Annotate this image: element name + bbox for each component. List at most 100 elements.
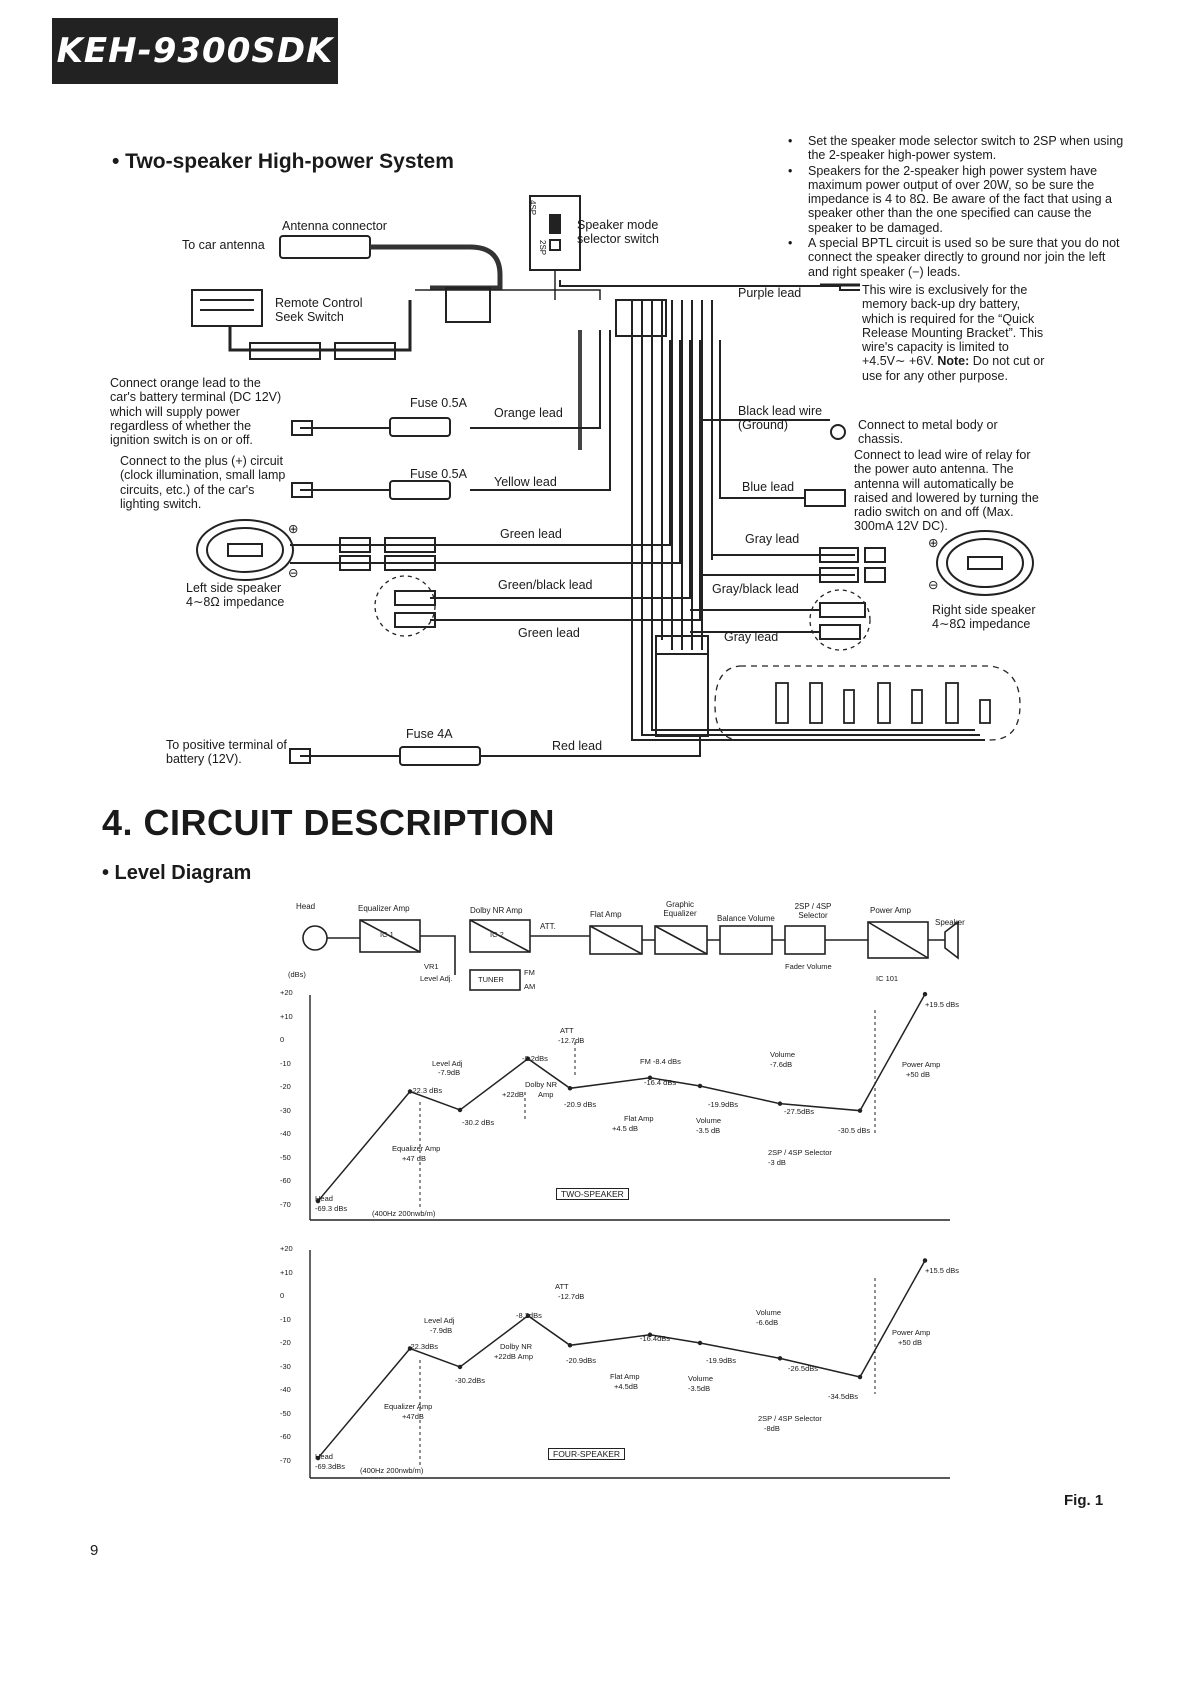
- note-item: Speakers for the 2-speaker high power sy…: [784, 164, 1126, 235]
- two-dolby-amp: Amp: [538, 1090, 554, 1099]
- four-vol-val: -6.6dB: [756, 1318, 779, 1327]
- orange-lead: [470, 330, 601, 429]
- four-lvl: Level Adj: [424, 1316, 455, 1325]
- four-p1: -22.3dBs: [408, 1342, 439, 1351]
- ground-lug: [830, 424, 846, 440]
- two-head-val: -69.3 dBs: [315, 1204, 348, 1213]
- block-balance: Balance Volume: [717, 914, 775, 923]
- label-green-lead-2: Green lead: [518, 626, 580, 640]
- y-tick-two: +10: [280, 1011, 293, 1021]
- label-fuse-05a-2: Fuse 0.5A: [410, 467, 467, 481]
- plus-symbol-left: ⊕: [288, 522, 299, 536]
- harness-connector: [445, 287, 491, 323]
- level-point: [697, 1083, 703, 1089]
- block-att: ATT.: [540, 922, 556, 931]
- y-tick-two: -10: [280, 1058, 291, 1068]
- four-p8: -34.5dBs: [828, 1392, 859, 1401]
- yellow-lead: [470, 330, 611, 491]
- y-tick-four: -10: [280, 1314, 291, 1324]
- two-p6: -19.9dBs: [708, 1100, 739, 1109]
- main-unit-box: [655, 635, 709, 737]
- purple-note: This wire is exclusively for the memory …: [862, 283, 1052, 383]
- label-green-black-lead: Green/black lead: [498, 578, 593, 592]
- two-vol-down-val: -3.5 dB: [696, 1126, 721, 1135]
- two-peak: +19.5 dBs: [925, 1000, 959, 1009]
- four-lvl-val: -7.9dB: [430, 1326, 453, 1335]
- y-tick-two: -50: [280, 1152, 291, 1162]
- four-dolby-gain: +22dB Amp: [494, 1352, 533, 1361]
- two-vol: Volume: [770, 1050, 796, 1059]
- level-line-two-speaker: [317, 993, 926, 1202]
- y-tick-four: +10: [280, 1267, 293, 1277]
- level-point: [567, 1086, 573, 1091]
- block-level-adj: Level Adj.: [420, 974, 453, 983]
- level-line-four-speaker: [317, 1260, 926, 1459]
- four-dolby: Dolby NR: [500, 1342, 533, 1351]
- two-lvl-val: -7.9dB: [438, 1068, 461, 1077]
- antenna-connector-plug: [279, 235, 371, 259]
- block-am: AM: [524, 982, 536, 991]
- block-ic2: IC 2: [490, 930, 504, 939]
- purple-note-bold: Note:: [937, 354, 970, 369]
- level-point: [457, 1364, 463, 1370]
- label-switch-2sp: 2SP: [538, 240, 547, 256]
- y-tick-two: -70: [280, 1199, 291, 1209]
- block-tuner: TUNER: [478, 975, 504, 984]
- label-gray-lead-1: Gray lead: [745, 532, 800, 546]
- green-lead-1: [290, 340, 671, 546]
- purple-note-text: This wire is exclusively for the memory …: [862, 283, 1044, 369]
- label-blue-lead: Blue lead: [742, 480, 795, 494]
- two-flat: Flat Amp: [624, 1114, 654, 1123]
- label-positive-terminal: To positive terminal of battery (12V).: [166, 738, 287, 766]
- four-pa: Power Amp: [892, 1328, 931, 1337]
- note-item: Set the speaker mode selector switch to …: [784, 134, 1126, 163]
- four-sel: 2SP / 4SP Selector: [758, 1414, 822, 1423]
- two-lvl: Level Adj: [432, 1059, 463, 1068]
- minus-symbol-right: ⊖: [928, 578, 939, 592]
- y-tick-four: -40: [280, 1385, 291, 1394]
- rca-connectors-area: [714, 665, 1021, 741]
- four-vol-down-val: -3.5dB: [688, 1384, 711, 1393]
- block-ic1: IC 1: [380, 930, 394, 939]
- circuit-section-title: 4. CIRCUIT DESCRIPTION: [102, 802, 556, 843]
- four-p6: -19.9dBs: [706, 1356, 737, 1365]
- four-flat-gain: +4.5dB: [614, 1382, 638, 1391]
- relay-note: Connect to lead wire of relay for the po…: [854, 448, 1039, 534]
- two-ref: (400Hz 200nwb/m): [372, 1209, 436, 1218]
- two-att: ATT: [560, 1026, 574, 1035]
- block-graphic-eq: Graphic Equalizer: [663, 900, 697, 918]
- label-right-impedance: 4∼8Ω impedance: [932, 617, 1031, 631]
- level-point: [857, 1108, 863, 1113]
- y-tick-four: 0: [280, 1291, 285, 1300]
- label-antenna-connector: Antenna connector: [282, 219, 387, 233]
- label-to-car-antenna: To car antenna: [182, 238, 265, 252]
- level-point: [697, 1340, 703, 1346]
- block-dolby-amp: Dolby NR Amp: [470, 906, 523, 915]
- y-tick-four: -20: [280, 1338, 291, 1347]
- label-yellow-lead: Yellow lead: [494, 475, 557, 489]
- two-p5: -16.4 dBs: [644, 1078, 677, 1087]
- y-tick-two: -30: [280, 1105, 291, 1115]
- label-fuse-05a-1: Fuse 0.5A: [410, 396, 467, 410]
- two-head: Head: [315, 1194, 333, 1203]
- wiring-diagram: [191, 195, 1034, 766]
- block-selector: 2SP / 4SP Selector: [794, 902, 832, 920]
- block-ic101: IC 101: [876, 974, 899, 983]
- y-tick-four: -60: [280, 1432, 291, 1441]
- level-point: [777, 1356, 783, 1361]
- label-black-lead: Black lead wire (Ground): [738, 404, 823, 432]
- level-point: [857, 1374, 863, 1380]
- page-number: 9: [90, 1542, 99, 1559]
- y-tick-four: -70: [280, 1455, 291, 1465]
- two-sel: 2SP / 4SP Selector: [768, 1148, 832, 1157]
- label-speaker-mode-switch: Speaker mode selector switch: [577, 218, 659, 246]
- tag-four-speaker: FOUR-SPEAKER: [548, 1448, 626, 1460]
- antenna-cable: [370, 244, 503, 291]
- blue-connector: [804, 489, 846, 507]
- block-power-amp: Power Amp: [870, 906, 911, 915]
- label-fuse-4a: Fuse 4A: [406, 727, 453, 741]
- remote-plug: [249, 342, 321, 360]
- four-att: ATT: [555, 1282, 569, 1291]
- model-badge: KEH-9300SDK: [52, 18, 338, 84]
- purple-note-tail: Do not cut or use for any other purpose.: [862, 354, 1045, 383]
